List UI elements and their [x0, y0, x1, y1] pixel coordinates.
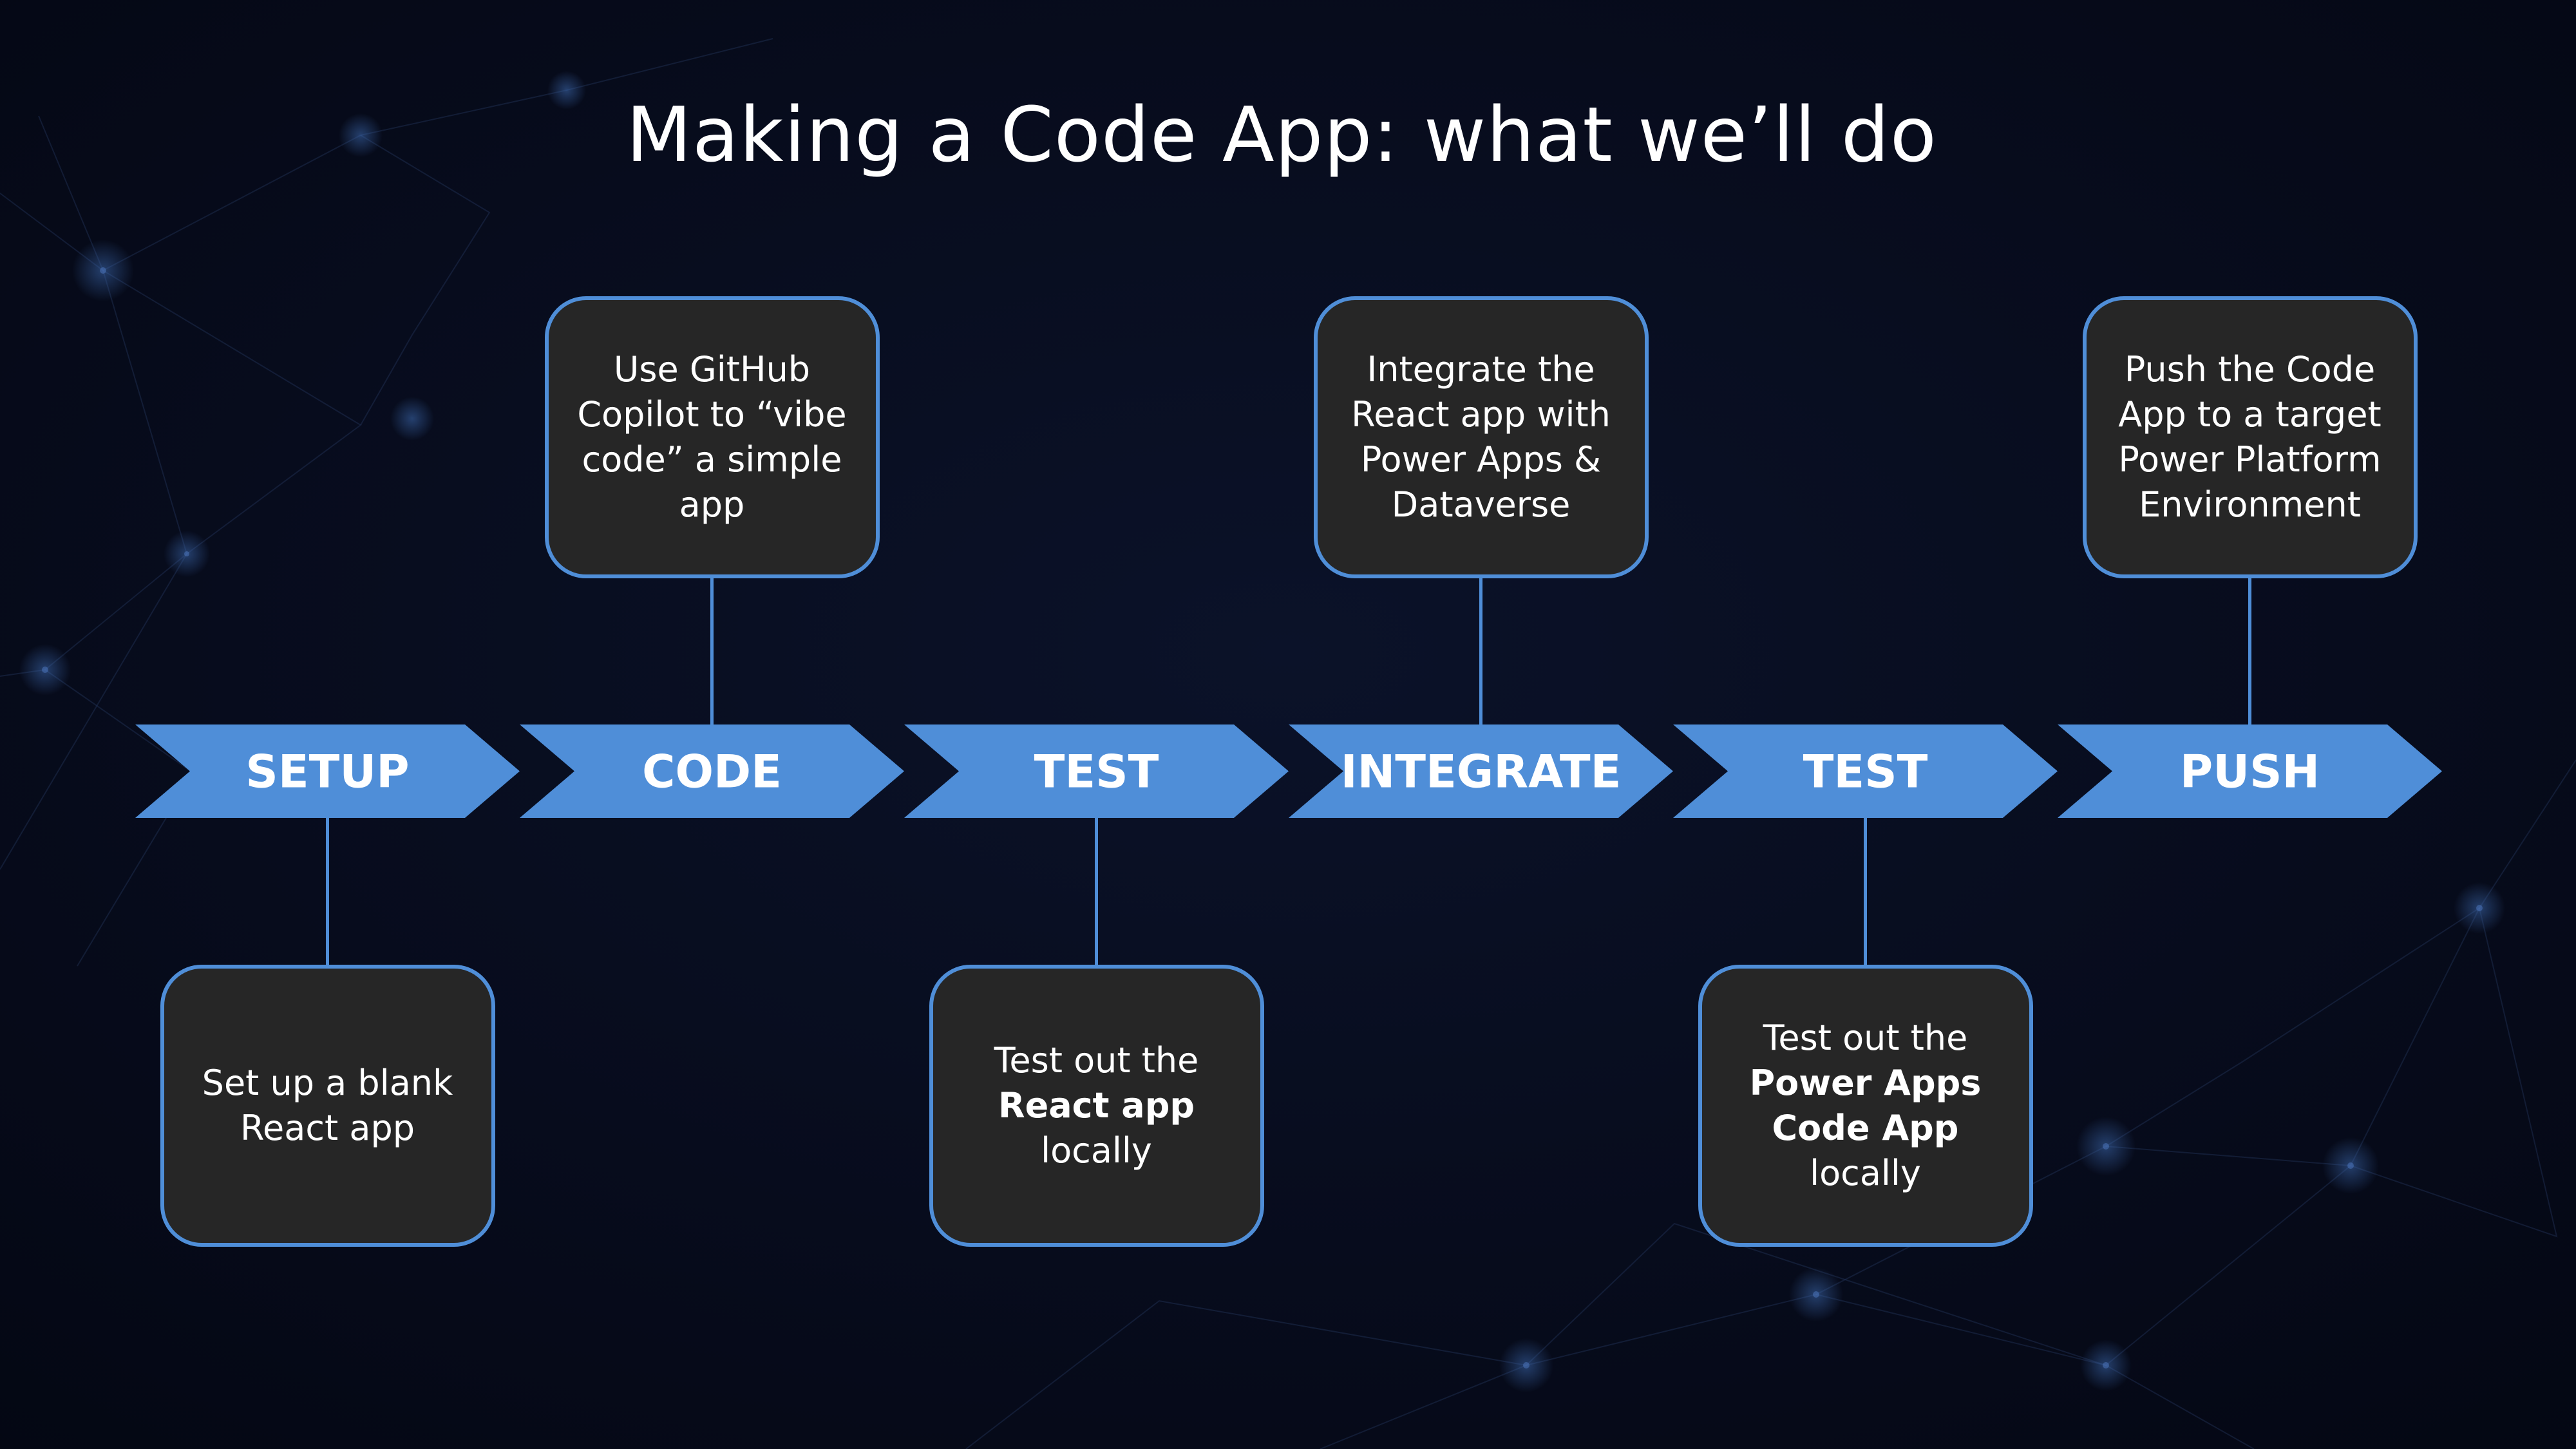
note-line: Push the Code	[2124, 349, 2376, 390]
note-line: Power Apps &	[1360, 439, 1602, 480]
chevron-label-step-3: TEST	[1034, 746, 1159, 799]
chevron-label-step-5: TEST	[1803, 746, 1928, 799]
note-line: Copilot to “vibe	[577, 394, 847, 435]
chevron-label-step-4: INTEGRATE	[1341, 746, 1622, 799]
note-line: Test out the	[994, 1040, 1199, 1081]
note-line: Set up a blank	[202, 1063, 453, 1103]
chevron-step-2	[520, 724, 904, 818]
note-line: Test out the	[1763, 1018, 1968, 1058]
note-line: app	[679, 484, 745, 525]
note-line: locally	[1810, 1153, 1921, 1193]
chevron-step-4	[1289, 724, 1673, 818]
note-line: React app with	[1351, 394, 1611, 435]
chevron-step-6	[2058, 724, 2442, 818]
chevron-label-step-1: SETUP	[245, 746, 409, 799]
note-line: Power Platform	[2118, 439, 2382, 480]
note-line: Power Apps	[1749, 1063, 1982, 1103]
chevron-label-step-2: CODE	[642, 746, 782, 799]
note-line: Use GitHub	[613, 349, 811, 390]
note-line: Environment	[2139, 484, 2361, 525]
note-line: React app	[998, 1085, 1195, 1126]
chevron-label-step-6: PUSH	[2180, 746, 2320, 799]
note-line: React app	[240, 1108, 415, 1148]
chevron-step-3	[904, 724, 1289, 818]
note-line: App to a target	[2118, 394, 2382, 435]
note-line: locally	[1041, 1130, 1152, 1171]
note-line: Integrate the	[1367, 349, 1595, 390]
note-line: code” a simple	[582, 439, 842, 480]
chevron-step-5	[1673, 724, 2058, 818]
chevron-step-1	[135, 724, 520, 818]
note-line: Dataverse	[1391, 484, 1571, 525]
page-title: Making a Code App: what we’ll do	[626, 90, 1937, 179]
note-line: Code App	[1772, 1108, 1959, 1148]
